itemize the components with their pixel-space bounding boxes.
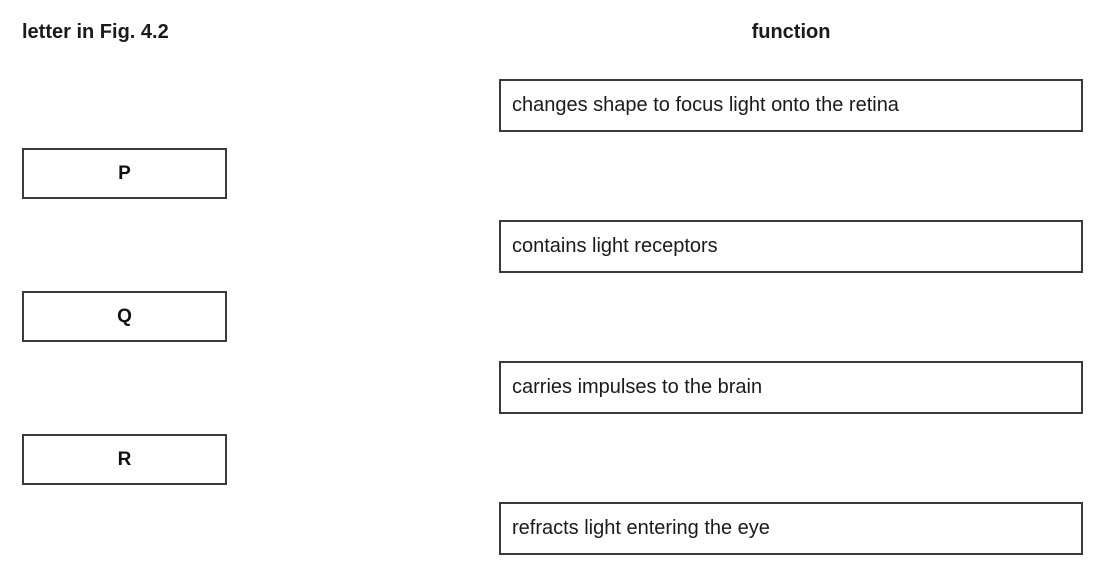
letter-box-r[interactable]: R	[22, 434, 227, 485]
function-box-changes-shape[interactable]: changes shape to focus light onto the re…	[499, 79, 1083, 132]
letter-box-p[interactable]: P	[22, 148, 227, 199]
letter-box-label: R	[117, 448, 132, 470]
function-box-carries-impulses[interactable]: carries impulses to the brain	[499, 361, 1083, 414]
function-box-refracts-light[interactable]: refracts light entering the eye	[499, 502, 1083, 555]
letter-box-q[interactable]: Q	[22, 291, 227, 342]
function-box-label: contains light receptors	[512, 235, 718, 257]
letter-box-label: P	[118, 162, 131, 184]
letter-box-label: Q	[117, 305, 132, 327]
function-box-label: changes shape to focus light onto the re…	[512, 94, 899, 116]
function-box-light-receptors[interactable]: contains light receptors	[499, 220, 1083, 273]
function-box-label: carries impulses to the brain	[512, 376, 763, 398]
column-heading-letter: letter in Fig. 4.2	[22, 21, 169, 43]
column-heading-function: function	[751, 21, 831, 43]
function-box-label: refracts light entering the eye	[512, 517, 770, 539]
